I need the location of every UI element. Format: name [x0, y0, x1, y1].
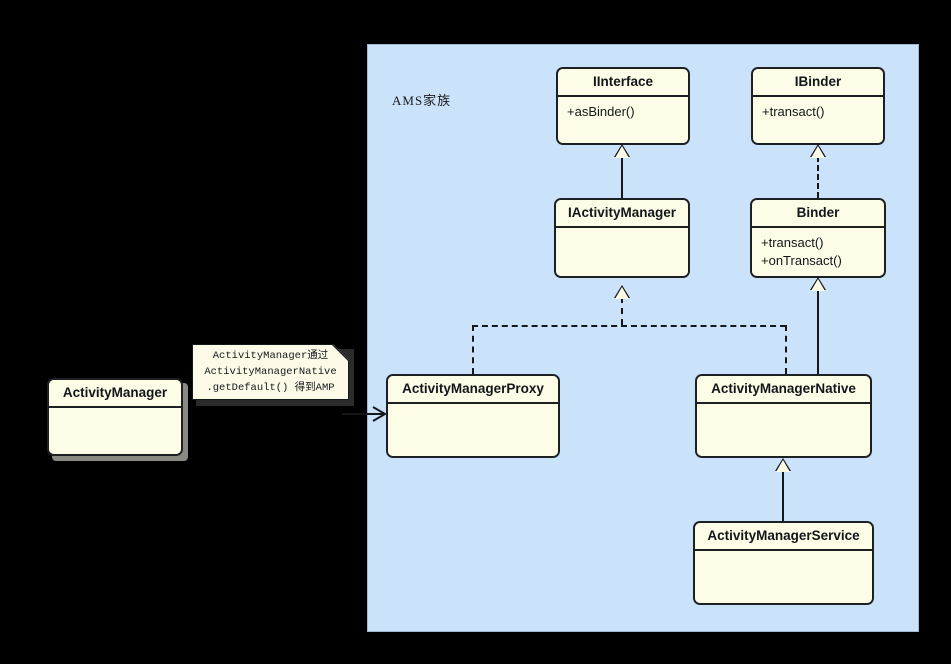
- class-member: +transact(): [761, 235, 824, 250]
- class-name-binder: Binder: [752, 200, 884, 228]
- arrowhead-native: [776, 460, 790, 472]
- class-box-activitymanagerproxy[interactable]: ActivityManagerProxy: [386, 374, 560, 458]
- class-member: +asBinder(): [567, 104, 635, 119]
- ams-group-label: AMS家族: [392, 93, 452, 108]
- class-box-activitymanagernative[interactable]: ActivityManagerNative: [695, 374, 872, 458]
- note-box: [192, 344, 349, 400]
- class-box-activity-manager[interactable]: ActivityManager: [47, 378, 183, 456]
- arrowhead-ibinder: [811, 146, 825, 158]
- class-box-ibinder[interactable]: IBinder +transact(): [751, 67, 885, 145]
- note-link-arrow: [342, 406, 387, 422]
- arrowhead-iinterface: [615, 146, 629, 158]
- edge-dashed-drop-proxy: [472, 325, 474, 374]
- class-members-ibinder: +transact(): [753, 97, 883, 143]
- class-member: +onTransact(): [761, 252, 842, 268]
- arrowhead-binder: [811, 279, 825, 291]
- class-members-activitymanagernative: [697, 404, 870, 456]
- class-members-activity-manager: [49, 408, 181, 454]
- class-name-ibinder: IBinder: [753, 69, 883, 97]
- class-box-iinterface[interactable]: IInterface +asBinder(): [556, 67, 690, 145]
- edge-binder-to-ibinder: [817, 156, 819, 198]
- class-members-iinterface: +asBinder(): [558, 97, 688, 143]
- class-members-binder: +transact() +onTransact(): [752, 228, 884, 276]
- edge-iactivitymanager-to-iinterface: [621, 156, 623, 205]
- class-name-activitymanagernative: ActivityManagerNative: [697, 376, 870, 404]
- class-box-iactivitymanager[interactable]: IActivityManager: [554, 198, 690, 278]
- edge-service-to-native: [782, 470, 784, 521]
- arrowhead-iactivitymanager: [615, 287, 629, 299]
- class-members-activitymanagerproxy: [388, 404, 558, 456]
- class-member: +transact(): [762, 104, 825, 119]
- edge-dashed-crossbar: [472, 325, 786, 327]
- class-name-activitymanagerservice: ActivityManagerService: [695, 523, 872, 551]
- class-name-iactivitymanager: IActivityManager: [556, 200, 688, 228]
- edge-native-to-binder: [817, 289, 819, 374]
- class-name-activity-manager: ActivityManager: [49, 380, 181, 408]
- class-name-iinterface: IInterface: [558, 69, 688, 97]
- class-box-activitymanagerservice[interactable]: ActivityManagerService: [693, 521, 874, 605]
- class-members-iactivitymanager: [556, 228, 688, 276]
- class-box-binder[interactable]: Binder +transact() +onTransact(): [750, 198, 886, 278]
- edge-dashed-drop-native: [785, 325, 787, 374]
- class-members-activitymanagerservice: [695, 551, 872, 603]
- edge-dashed-trunk-to-iactivitymanager: [621, 297, 623, 325]
- note-text: ActivityManager通过 ActivityManagerNative …: [204, 350, 337, 394]
- class-name-activitymanagerproxy: ActivityManagerProxy: [388, 376, 558, 404]
